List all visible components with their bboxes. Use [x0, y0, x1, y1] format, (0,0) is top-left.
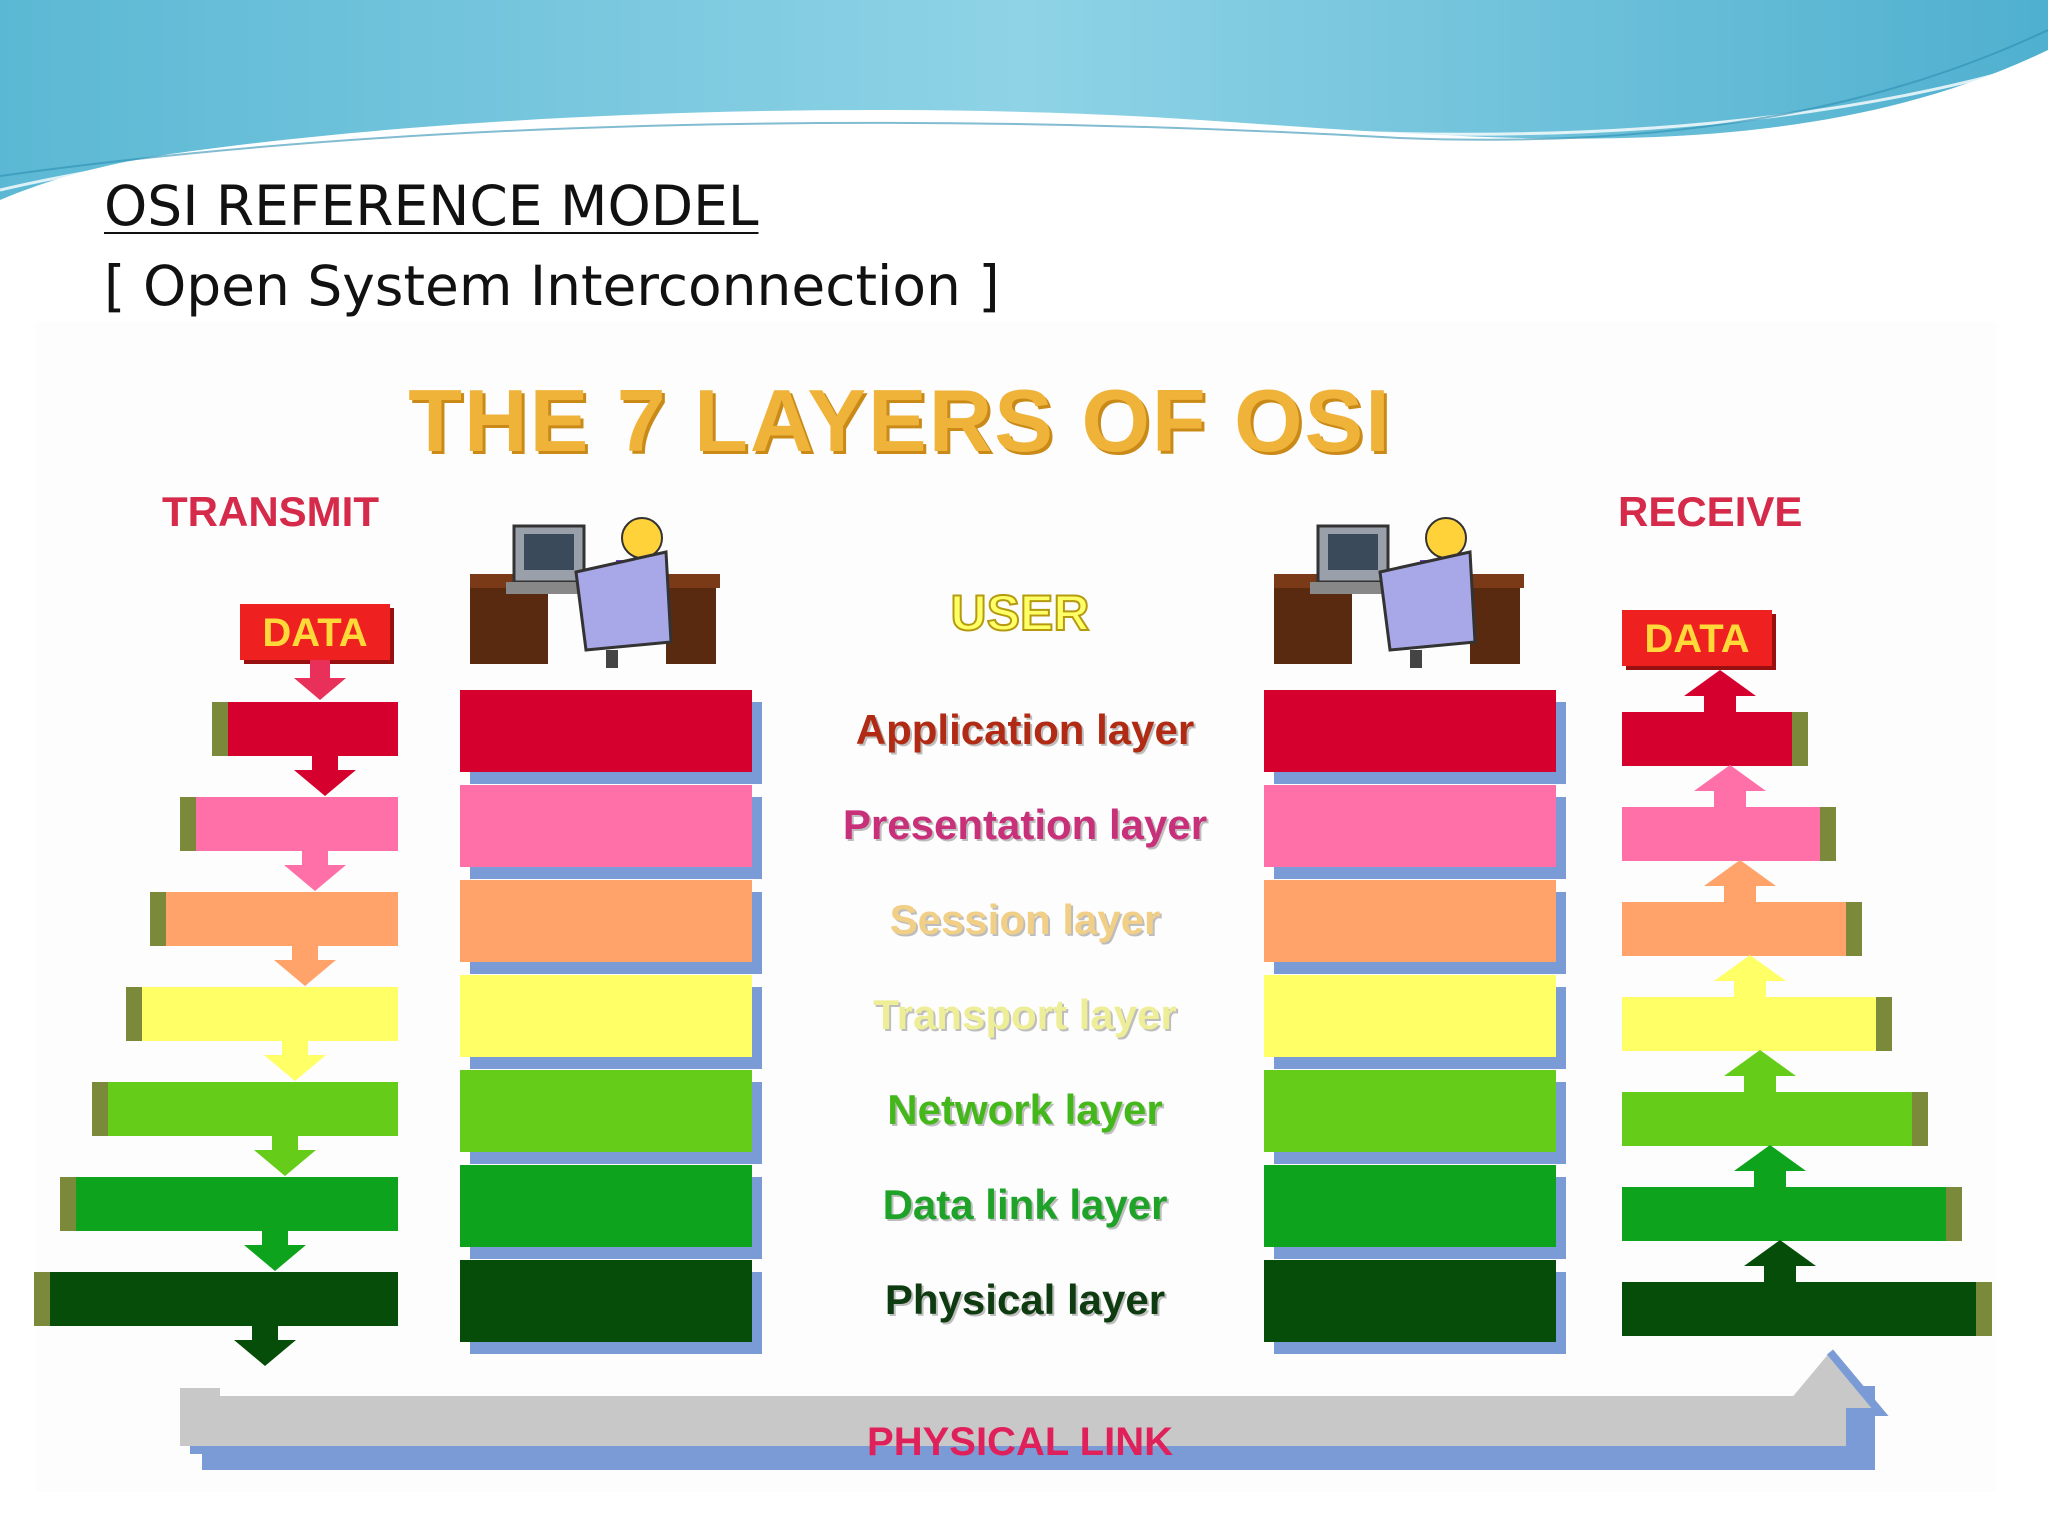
- physical-link-label: PHYSICAL LINK: [760, 1420, 1280, 1465]
